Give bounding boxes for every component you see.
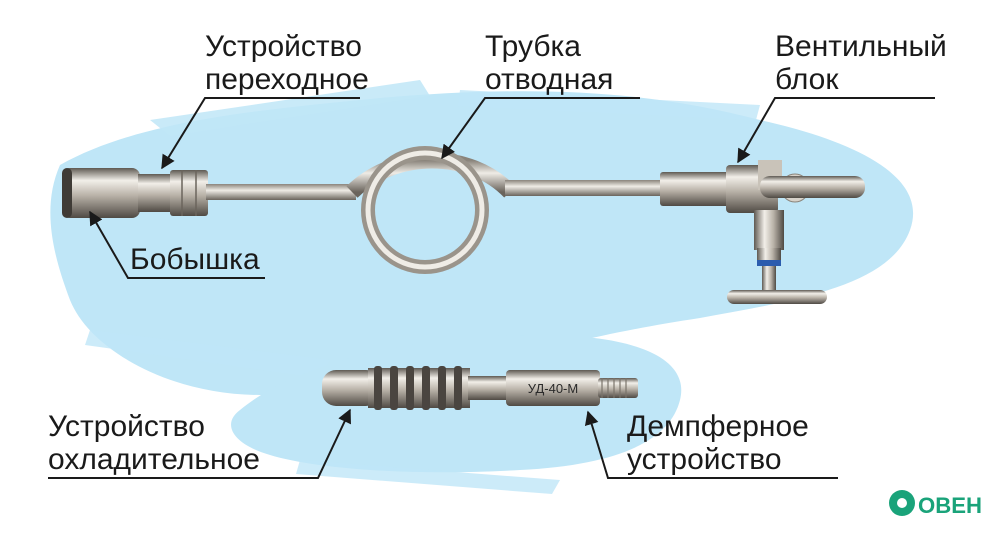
label-adapter-line1: Устройство (205, 30, 362, 63)
label-tube-line2: отводная (485, 63, 613, 96)
label-adapter-line2: переходное (205, 63, 369, 96)
label-damper-line1: Демпферное (627, 410, 809, 443)
label-damper-line2: устройство (627, 443, 782, 476)
boss-shape (62, 168, 140, 218)
owen-logo-text: ОВЕН (918, 493, 982, 518)
owen-logo: ОВЕН (889, 490, 982, 518)
valve-blue-ring (757, 260, 781, 266)
label-cooler-line1: Устройство (48, 410, 205, 443)
cooler-fins (368, 366, 470, 410)
label-boss: Бобышка (130, 243, 260, 276)
label-valve-line2: блок (775, 63, 839, 96)
label-cooler-line2: охладительное (48, 443, 260, 476)
label-tube-line1: Трубка (485, 30, 581, 63)
valve-block-shape (660, 172, 730, 206)
label-valve-line1: Вентильный (775, 30, 947, 63)
adapter-shape (138, 174, 170, 212)
damper-marking: УД-40-М (528, 381, 578, 396)
